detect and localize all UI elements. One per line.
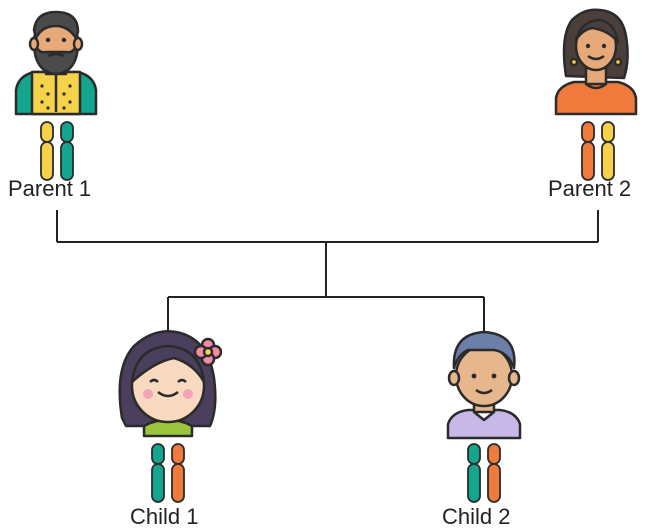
parent2-chromosomes [581, 121, 615, 181]
child1-chromosome-2 [171, 443, 185, 503]
child1-chromosome-1 [151, 443, 165, 503]
woman-avatar-icon [554, 8, 638, 116]
parent2-label: Parent 2 [548, 176, 632, 201]
child1-chromosomes [151, 443, 185, 503]
parent1-chromosomes [40, 121, 74, 181]
child2-chromosome-2 [487, 443, 501, 503]
parent1-chromosome-2 [60, 121, 74, 181]
child2-chromosome-1 [467, 443, 481, 503]
parent1-label: Parent 1 [8, 176, 92, 201]
parent2-chromosome-2 [601, 121, 615, 181]
boy-avatar-icon [446, 330, 522, 440]
girl-avatar-icon [118, 330, 222, 438]
child2-chromosomes [467, 443, 501, 503]
child1-label: Child 1 [130, 504, 199, 529]
parent1-chromosome-1 [40, 121, 54, 181]
parent2-chromosome-1 [581, 121, 595, 181]
bearded-man-avatar-icon [14, 10, 98, 116]
child2-label: Child 2 [442, 504, 511, 529]
